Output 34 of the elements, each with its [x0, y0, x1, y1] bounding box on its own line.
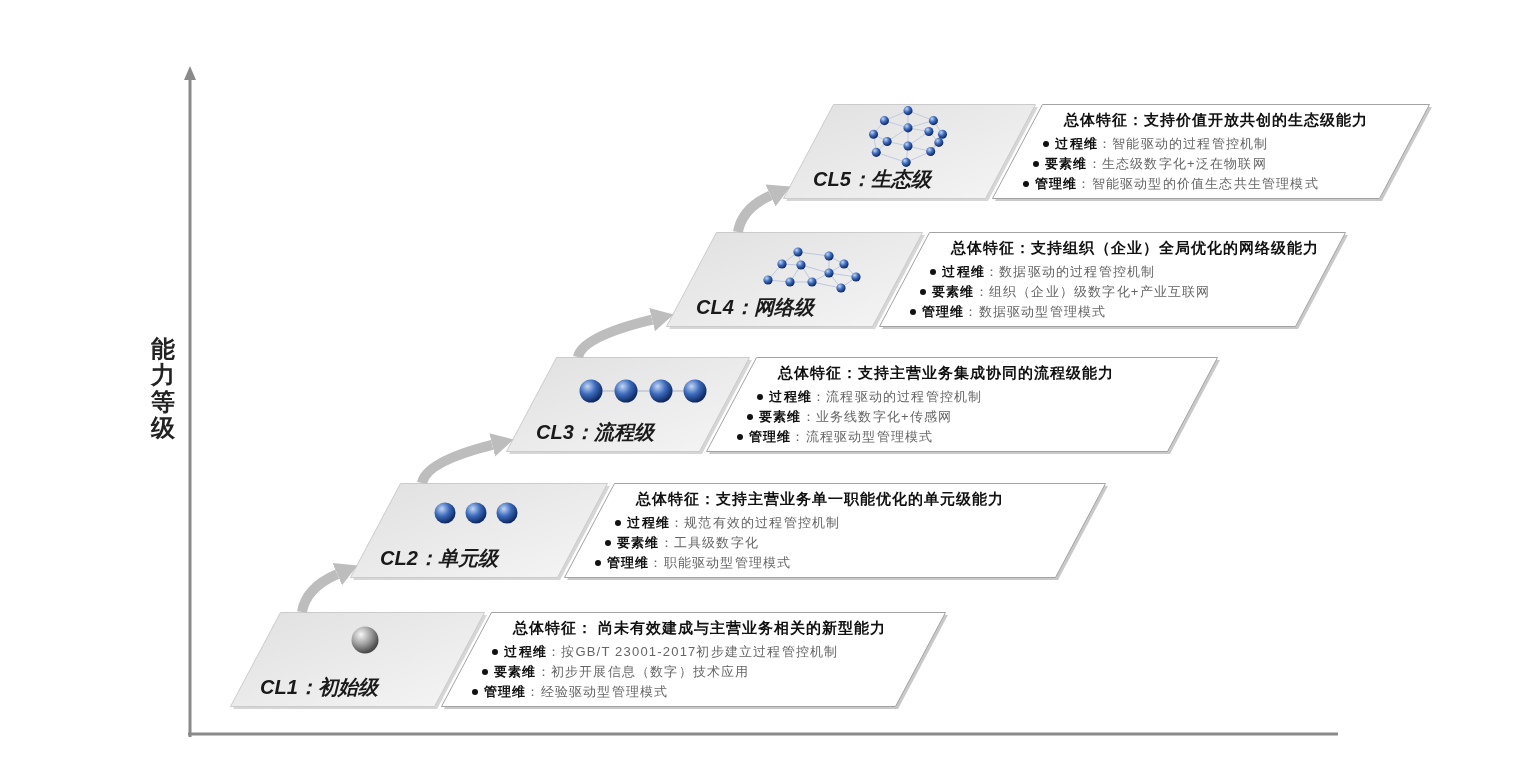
level-title: CL1：初始级 [260, 675, 378, 699]
bullet-text: 要素维：业务线数字化+传感网 [759, 408, 953, 426]
bullet-text: 要素维：工具级数字化 [617, 534, 760, 552]
bullet-text: 过程维：数据驱动的过程管控机制 [942, 263, 1156, 281]
feature-heading: 总体特征：支持组织（企业）全局优化的网络级能力 [951, 238, 1319, 258]
feature-heading: 总体特征：支持价值开放共创的生态级能力 [1064, 110, 1368, 130]
bullet-text: 要素维：生态级数字化+泛在物联网 [1045, 155, 1267, 173]
feature-panel [706, 357, 1220, 454]
feature-panel [564, 483, 1108, 580]
axis-label: 能力等级 [151, 336, 175, 442]
bullet-text: 管理维：数据驱动型管理模式 [921, 303, 1107, 321]
bullet-text: 管理维：智能驱动型的价值生态共生管理模式 [1034, 175, 1319, 193]
bullet-text: 管理维：经验驱动型管理模式 [483, 683, 669, 701]
feature-heading: 总体特征：支持主营业务单一职能优化的单元级能力 [636, 489, 1004, 509]
feature-heading: 总体特征： 尚未有效建成与主营业务相关的新型能力 [513, 618, 887, 638]
feature-panel [992, 104, 1432, 201]
feature-heading: 总体特征：支持主营业务集成协同的流程级能力 [778, 363, 1114, 383]
bullet-text: 过程维：流程驱动的过程管控机制 [769, 388, 983, 406]
bullet-text: 过程维：规范有效的过程管控机制 [627, 514, 841, 532]
curved-arrow [417, 433, 514, 485]
bullet-text: 过程维：智能驱动的过程管控机制 [1055, 135, 1269, 153]
curved-arrow [733, 184, 791, 234]
bullet-text: 要素维：初步开展信息（数字）技术应用 [494, 663, 750, 681]
level-title: CL3：流程级 [536, 420, 654, 444]
bullet-text: 过程维：按GB/T 23001-2017初步建立过程管控机制 [504, 643, 839, 661]
feature-panel [441, 612, 948, 709]
curved-arrow [573, 307, 674, 359]
bullet-text: 要素维：组织（企业）级数字化+产业互联网 [932, 283, 1211, 301]
feature-panel [879, 232, 1348, 329]
level-title: CL2：单元级 [380, 546, 498, 570]
level-title: CL5：生态级 [813, 167, 931, 191]
bullet-text: 管理维：流程驱动型管理模式 [748, 428, 934, 446]
level-title: CL4：网络级 [696, 295, 814, 319]
bullet-text: 管理维：职能驱动型管理模式 [606, 554, 792, 572]
